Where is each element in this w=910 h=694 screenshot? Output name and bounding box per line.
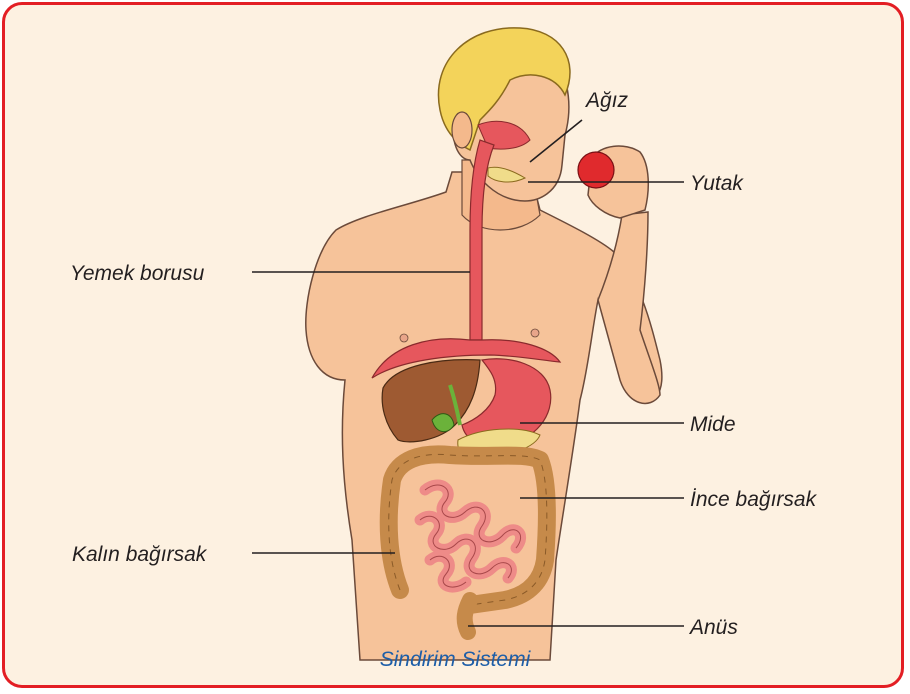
label-anus: Anüs bbox=[690, 617, 738, 638]
label-mouth: Ağız bbox=[586, 90, 628, 111]
nipple-left bbox=[400, 334, 408, 342]
label-esophagus: Yemek borusu bbox=[70, 263, 204, 284]
label-large-intestine: Kalın bağırsak bbox=[72, 544, 206, 565]
label-stomach: Mide bbox=[690, 414, 736, 435]
nipple-right bbox=[531, 329, 539, 337]
rectum bbox=[465, 600, 470, 632]
label-small-intestine: İnce bağırsak bbox=[690, 489, 816, 510]
label-pharynx: Yutak bbox=[690, 173, 743, 194]
forearm bbox=[598, 212, 660, 403]
diagram-caption: Sindirim Sistemi bbox=[0, 649, 910, 670]
ear bbox=[452, 112, 472, 148]
